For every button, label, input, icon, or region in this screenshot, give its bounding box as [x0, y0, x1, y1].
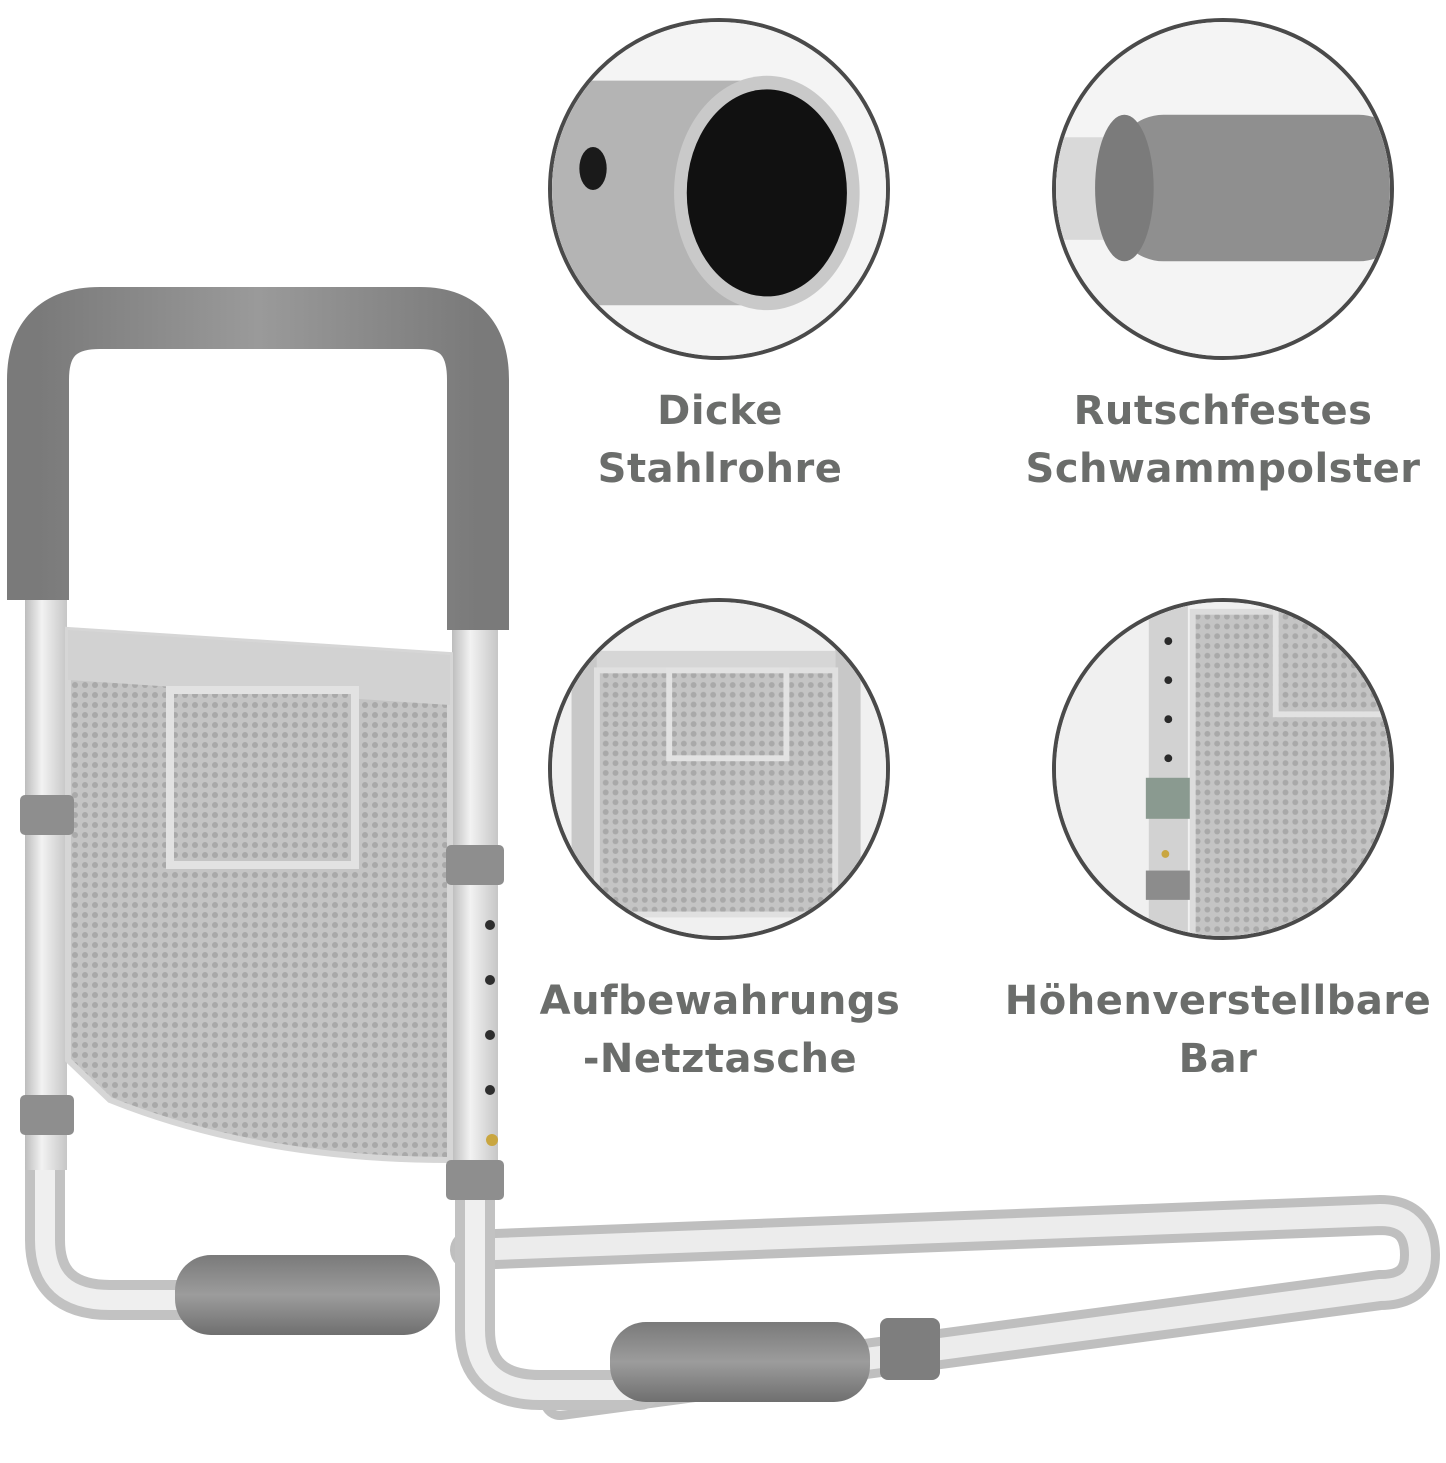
base-connector	[880, 1318, 940, 1380]
feature-label-line: Bar	[1178, 1036, 1258, 1082]
mesh-storage-pouch	[65, 626, 453, 1164]
height-adjustment-holes	[485, 920, 495, 1095]
height-adjust-detail-circle	[1052, 598, 1394, 940]
brass-pin	[486, 1134, 498, 1146]
left-pole	[25, 590, 67, 1170]
base-frame	[25, 1130, 1441, 1420]
feature-label-line: Rutschfestes	[1073, 388, 1373, 434]
pole-clamp	[20, 795, 74, 835]
feature-label-line: Stahlrohre	[597, 446, 843, 492]
feature-label-line: -Netztasche	[582, 1036, 858, 1082]
foam-pad-detail-circle	[1052, 18, 1394, 360]
base-foam-pad-left	[175, 1255, 440, 1335]
steel-tube-cross-section-image	[552, 22, 886, 356]
pole-clamp	[446, 1160, 504, 1200]
feature-label-steel-tube: Dicke Stahlrohre	[570, 382, 870, 498]
foam-pad-closeup-image	[1056, 22, 1390, 356]
pole-clamp	[446, 845, 504, 885]
feature-label-foam-pad: Rutschfestes Schwammpolster	[1008, 382, 1438, 498]
feature-label-line: Dicke	[657, 388, 783, 434]
height-adjust-closeup-image	[1056, 602, 1390, 936]
feature-label-line: Aufbewahrungs	[539, 978, 901, 1024]
feature-label-height-adjust: Höhenverstellbare Bar	[996, 972, 1440, 1088]
base-foam-pad-right	[610, 1322, 870, 1402]
mesh-pouch-detail-circle	[548, 598, 890, 940]
feature-label-line: Höhenverstellbare	[1004, 978, 1432, 1024]
mesh-pouch-closeup-image	[552, 602, 886, 936]
top-handle-foam	[7, 287, 509, 630]
right-pole	[452, 620, 498, 1180]
feature-label-line: Schwammpolster	[1025, 446, 1421, 492]
feature-label-mesh-pouch: Aufbewahrungs -Netztasche	[520, 972, 920, 1088]
pole-clamp	[20, 1095, 74, 1135]
steel-tube-detail-circle	[548, 18, 890, 360]
